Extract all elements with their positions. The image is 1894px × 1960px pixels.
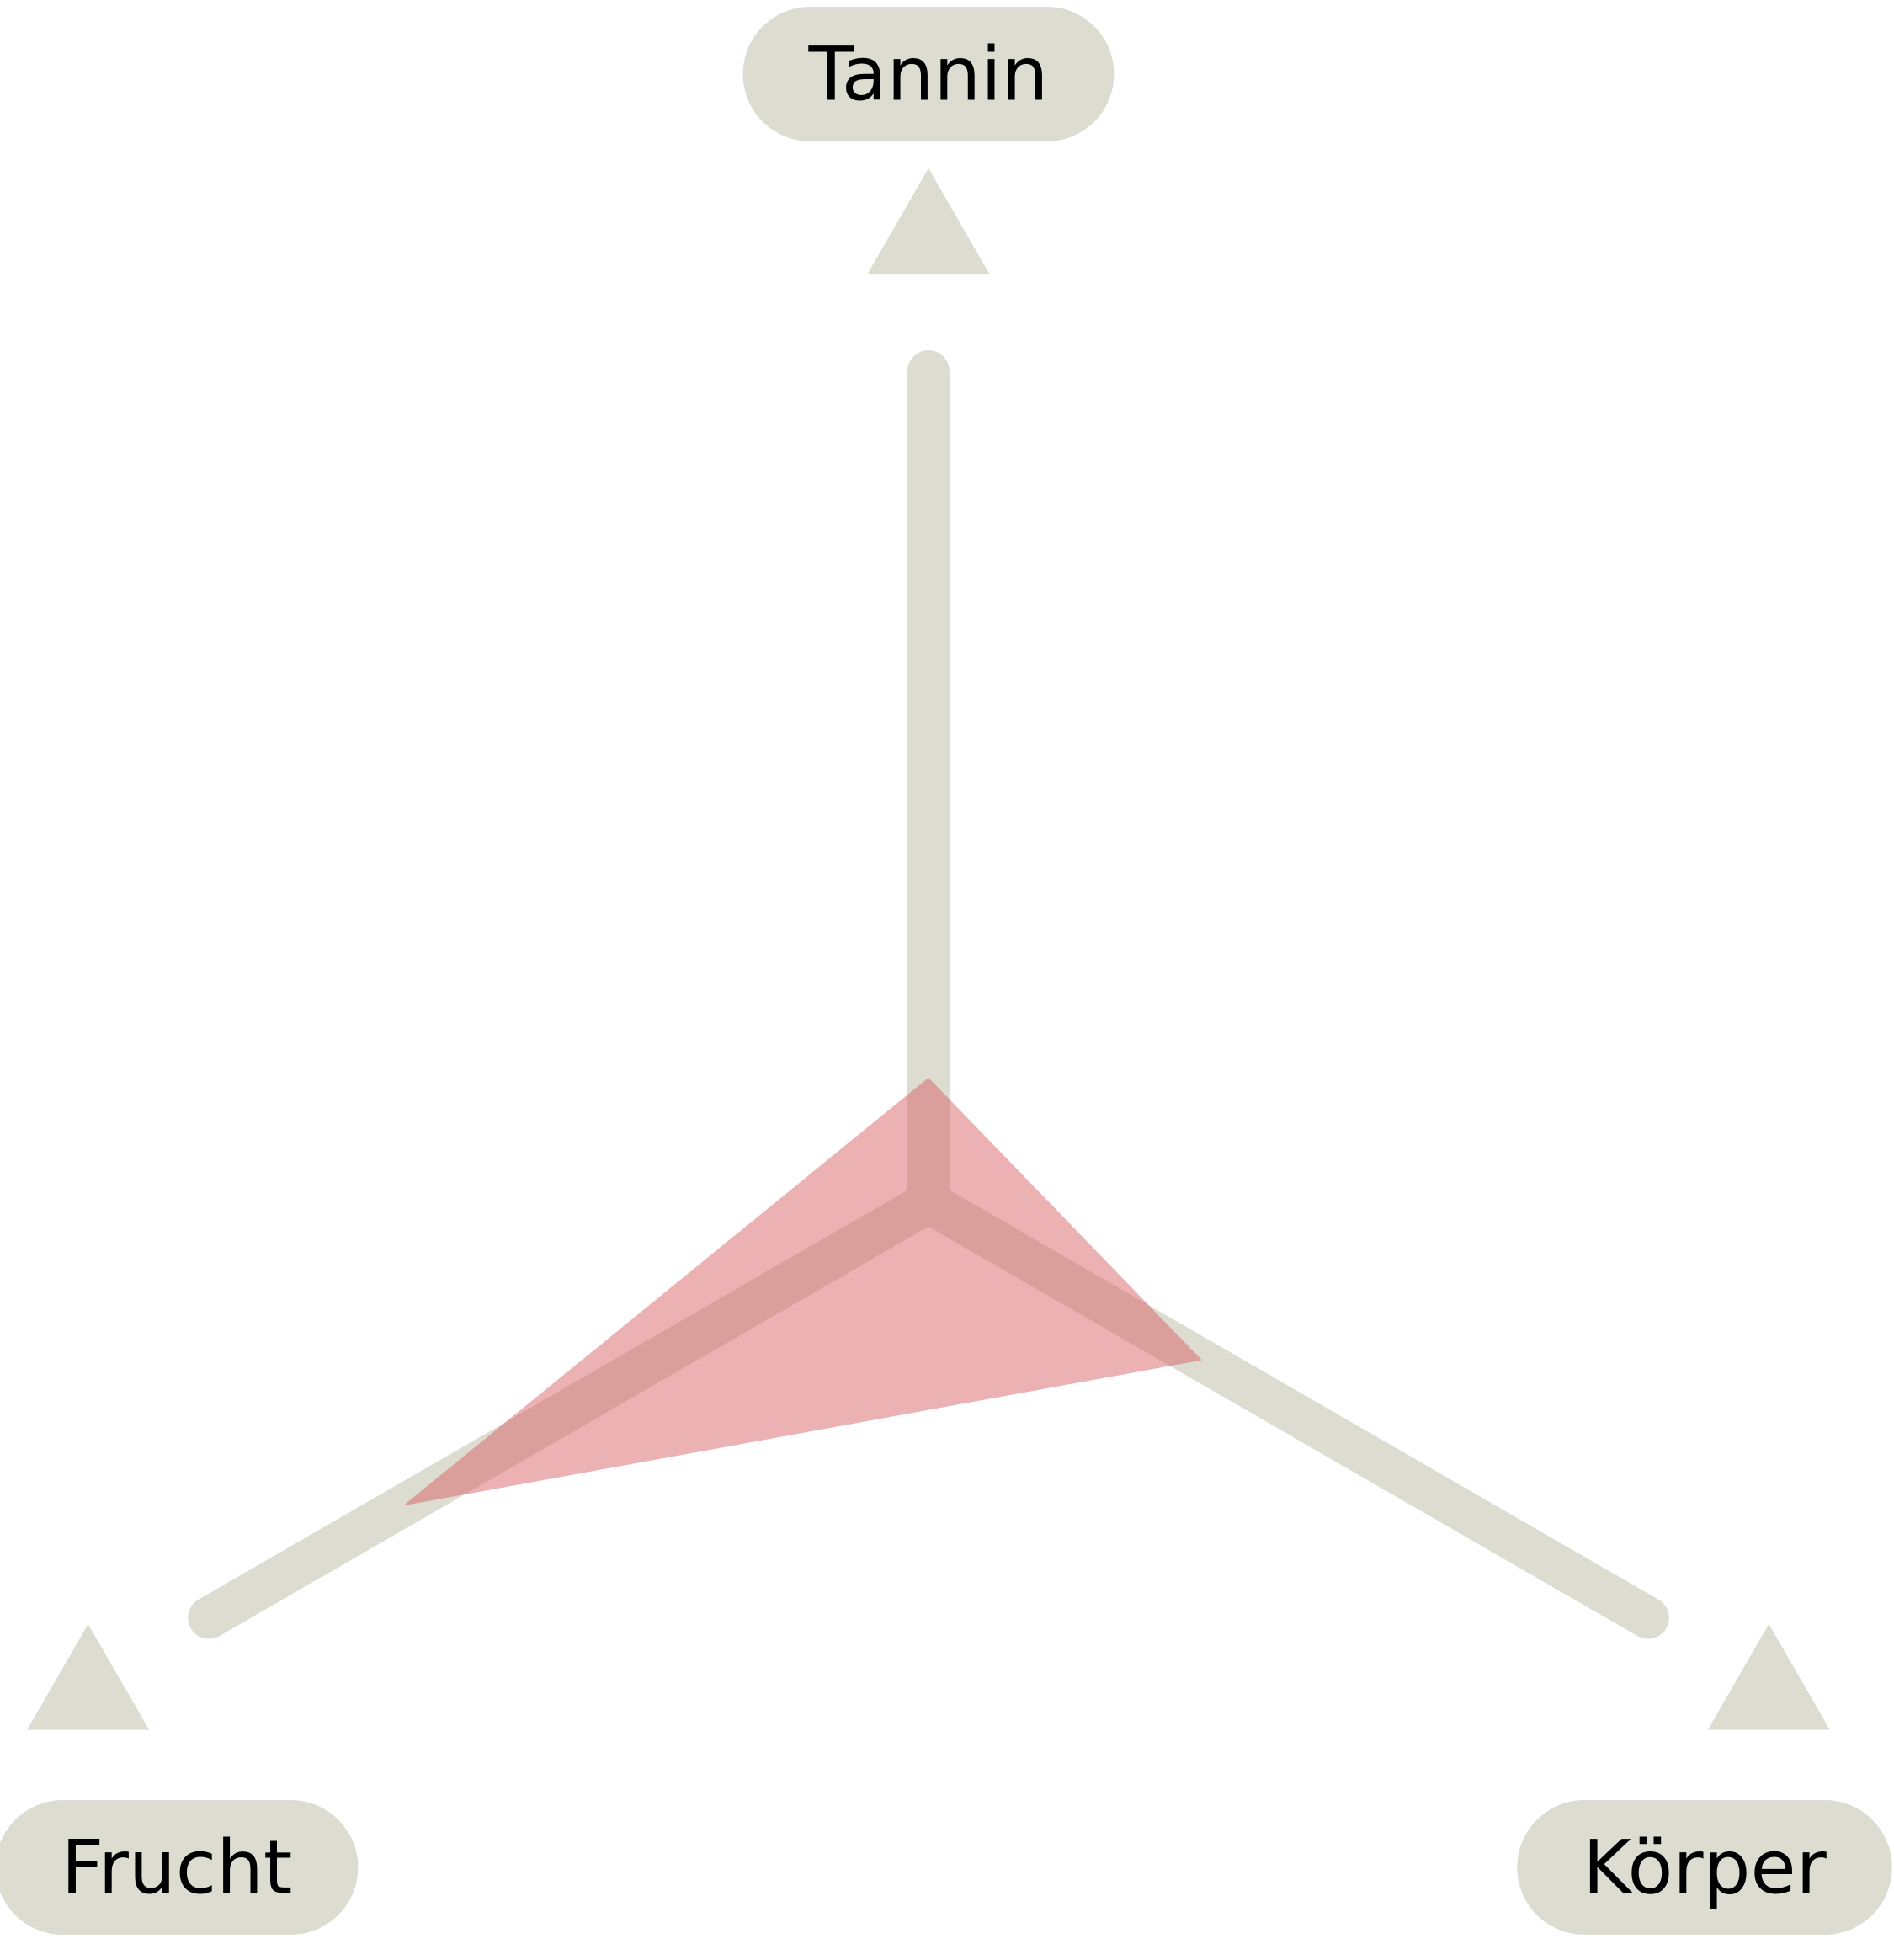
axis-label-pill-tannin (742, 7, 1115, 141)
axes-layer (27, 168, 1830, 1730)
axis-arrow-frucht (27, 1624, 150, 1730)
data-polygon-layer (403, 1078, 1202, 1506)
axis-arrow-tannin (867, 168, 990, 274)
axis-label-tannin: Tannin (742, 7, 1115, 141)
axis-line-körper (907, 1181, 1669, 1639)
axis-label-frucht: Frucht (0, 1800, 359, 1935)
axis-arrow-körper (1707, 1624, 1830, 1730)
axis-label-pill-frucht (0, 1800, 359, 1935)
axis-label-text-frucht: Frucht (61, 1824, 293, 1911)
axis-line-frucht (188, 1181, 950, 1639)
axis-label-körper: Körper (1517, 1800, 1892, 1935)
axis-label-pill-körper (1517, 1800, 1892, 1935)
data-polygon (403, 1078, 1202, 1506)
axis-label-text-tannin: Tannin (808, 31, 1049, 118)
axis-label-text-körper: Körper (1583, 1824, 1827, 1911)
